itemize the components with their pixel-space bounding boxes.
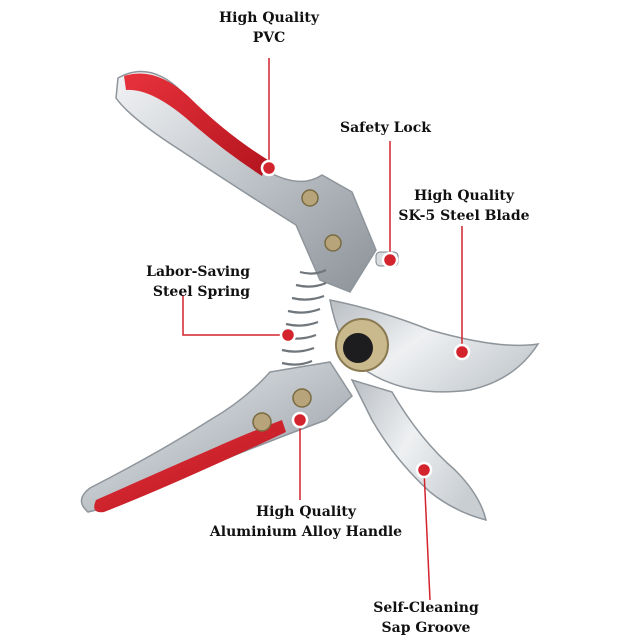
callout-pvc: High Quality PVC xyxy=(212,8,326,48)
leader-lines xyxy=(182,58,463,601)
callout-blade: High Quality SK-5 Steel Blade xyxy=(394,186,534,226)
steel-spring xyxy=(281,269,327,366)
callout-pvc-line1: High Quality xyxy=(218,10,320,26)
lower-handle xyxy=(80,361,353,513)
callout-handle-line2: Aluminium Alloy Handle xyxy=(209,524,403,540)
callout-spring-line1: Labor-Saving xyxy=(146,264,250,280)
callout-sap-groove-line1: Self-Cleaning xyxy=(373,600,479,616)
callout-spring-line2: Steel Spring xyxy=(152,284,250,300)
callout-safety-lock-line1: Safety Lock xyxy=(340,120,431,136)
callout-sap-groove-line2: Sap Groove xyxy=(381,620,471,636)
callout-spring: Labor-Saving Steel Spring xyxy=(120,262,250,302)
upper-handle xyxy=(115,70,377,293)
lower-grip xyxy=(94,420,286,513)
callout-sap-groove: Self-Cleaning Sap Groove xyxy=(366,598,486,638)
rivets xyxy=(252,189,342,432)
callout-safety-lock: Safety Lock xyxy=(340,118,431,138)
callout-pvc-line2: PVC xyxy=(252,30,286,46)
callout-handle: High Quality Aluminium Alloy Handle xyxy=(196,502,416,542)
callout-handle-line1: High Quality xyxy=(255,504,357,520)
leader-dots xyxy=(260,159,471,479)
callout-blade-line2: SK-5 Steel Blade xyxy=(398,208,530,224)
upper-grip xyxy=(124,73,268,176)
callout-blade-line1: High Quality xyxy=(413,188,515,204)
lower-blade xyxy=(350,378,488,522)
